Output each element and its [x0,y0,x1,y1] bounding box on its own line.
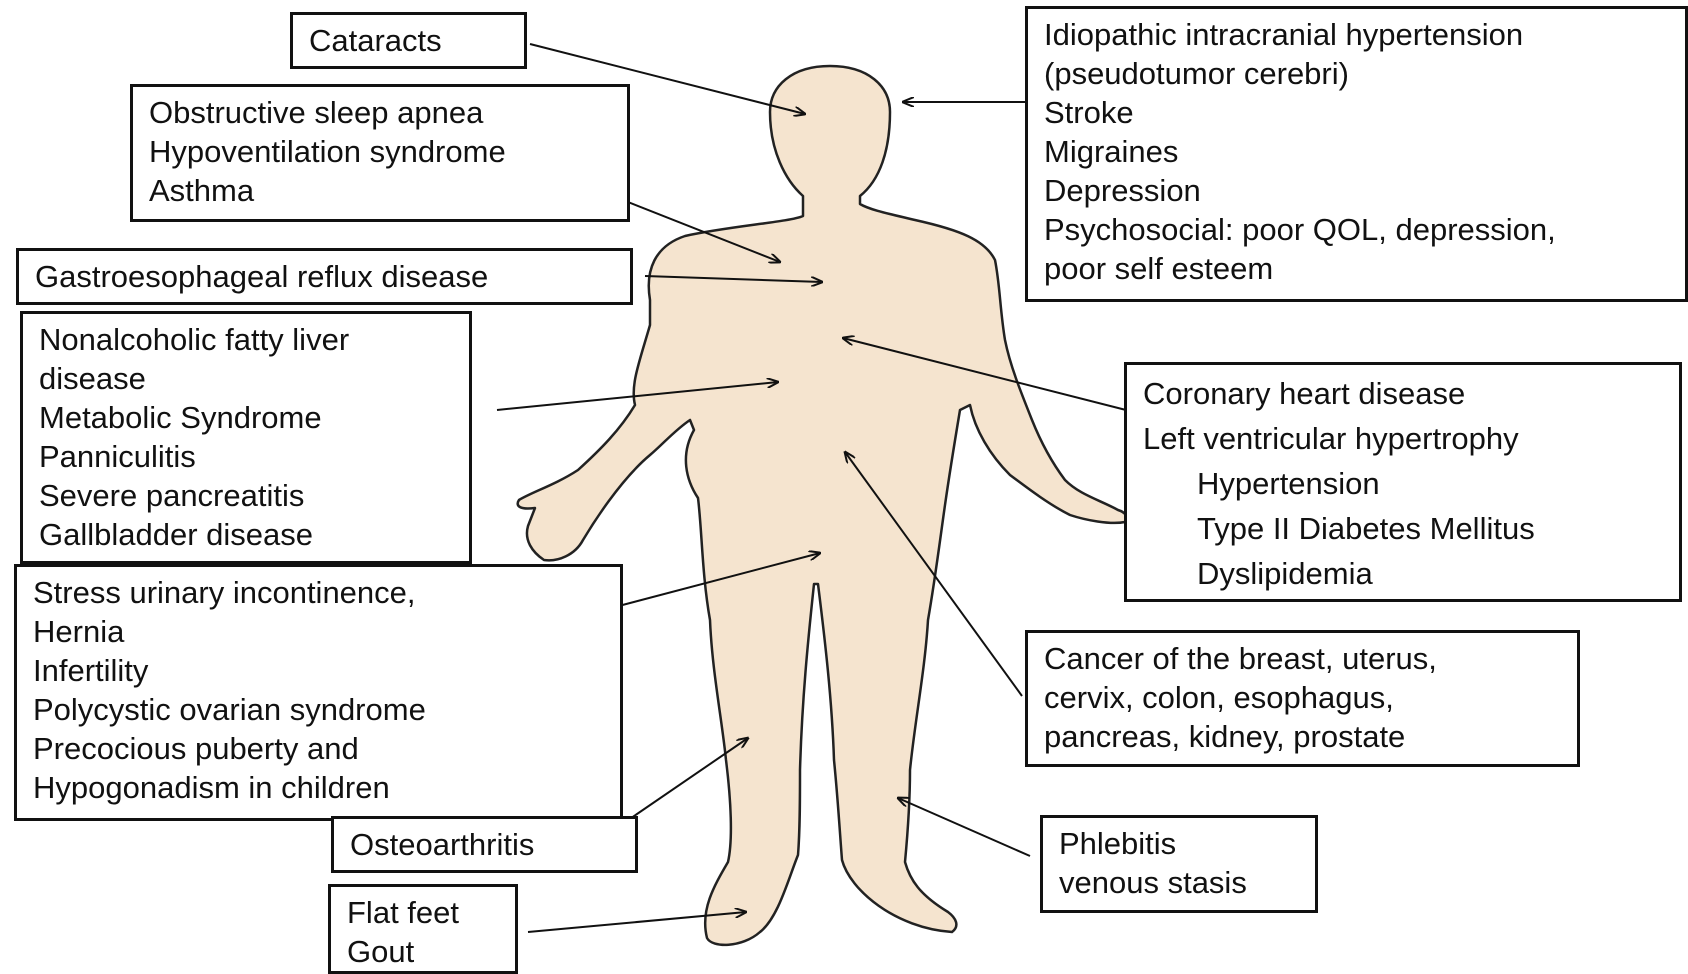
box-osteoarthritis: Osteoarthritis [331,816,638,873]
label-hypoventilation-syndrome: Hypoventilation syndrome [149,132,611,171]
box-cardiovascular: Coronary heart disease Left ventricular … [1124,362,1682,602]
label-pseudotumor-cerebri: (pseudotumor cerebri) [1044,54,1669,93]
label-cancer-line-1: Cancer of the breast, uterus, [1044,639,1561,678]
box-gerd: Gastroesophageal reflux disease [16,248,633,305]
box-urinary-reproductive: Stress urinary incontinence, Hernia Infe… [14,564,623,821]
label-severe-pancreatitis: Severe pancreatitis [39,476,453,515]
box-neurologic-psychosocial: Idiopathic intracranial hypertension (ps… [1025,6,1688,302]
label-venous-stasis: venous stasis [1059,863,1299,902]
label-migraines: Migraines [1044,132,1669,171]
label-psychosocial: Psychosocial: poor QOL, depression, [1044,210,1669,249]
label-flat-feet: Flat feet [347,893,499,932]
label-stress-urinary-incontinence: Stress urinary incontinence, [33,573,604,612]
label-coronary-heart-disease: Coronary heart disease [1143,371,1663,416]
label-asthma: Asthma [149,171,611,210]
box-cancer: Cancer of the breast, uterus, cervix, co… [1025,630,1580,767]
box-liver-metabolic: Nonalcoholic fatty liver disease Metabol… [20,311,472,564]
label-depression: Depression [1044,171,1669,210]
label-stroke: Stroke [1044,93,1669,132]
label-disease: disease [39,359,453,398]
label-gout: Gout [347,932,499,971]
label-panniculitis: Panniculitis [39,437,453,476]
label-nonalcoholic-fatty-liver: Nonalcoholic fatty liver [39,320,453,359]
label-gerd: Gastroesophageal reflux disease [35,257,614,296]
label-cancer-line-2: cervix, colon, esophagus, [1044,678,1561,717]
label-cataracts: Cataracts [309,21,508,60]
box-cataracts: Cataracts [290,12,527,69]
label-poor-self-esteem: poor self esteem [1044,249,1669,288]
arrow-phlebitis [898,798,1030,856]
label-left-ventricular-hypertrophy: Left ventricular hypertrophy [1143,416,1663,461]
box-feet: Flat feet Gout [328,884,518,974]
label-precocious-puberty: Precocious puberty and [33,729,604,768]
label-infertility: Infertility [33,651,604,690]
label-obstructive-sleep-apnea: Obstructive sleep apnea [149,93,611,132]
label-polycystic-ovarian-syndrome: Polycystic ovarian syndrome [33,690,604,729]
label-gallbladder-disease: Gallbladder disease [39,515,453,554]
box-respiratory: Obstructive sleep apnea Hypoventilation … [130,84,630,222]
label-osteoarthritis: Osteoarthritis [350,825,619,864]
label-metabolic-syndrome: Metabolic Syndrome [39,398,453,437]
label-dyslipidemia: Dyslipidemia [1143,551,1663,596]
label-hypertension: Hypertension [1143,461,1663,506]
label-phlebitis: Phlebitis [1059,824,1299,863]
label-idiopathic-intracranial-hypertension: Idiopathic intracranial hypertension [1044,15,1669,54]
label-type-ii-diabetes: Type II Diabetes Mellitus [1143,506,1663,551]
label-cancer-line-3: pancreas, kidney, prostate [1044,717,1561,756]
label-hernia: Hernia [33,612,604,651]
box-phlebitis: Phlebitis venous stasis [1040,815,1318,913]
label-hypogonadism: Hypogonadism in children [33,768,604,807]
